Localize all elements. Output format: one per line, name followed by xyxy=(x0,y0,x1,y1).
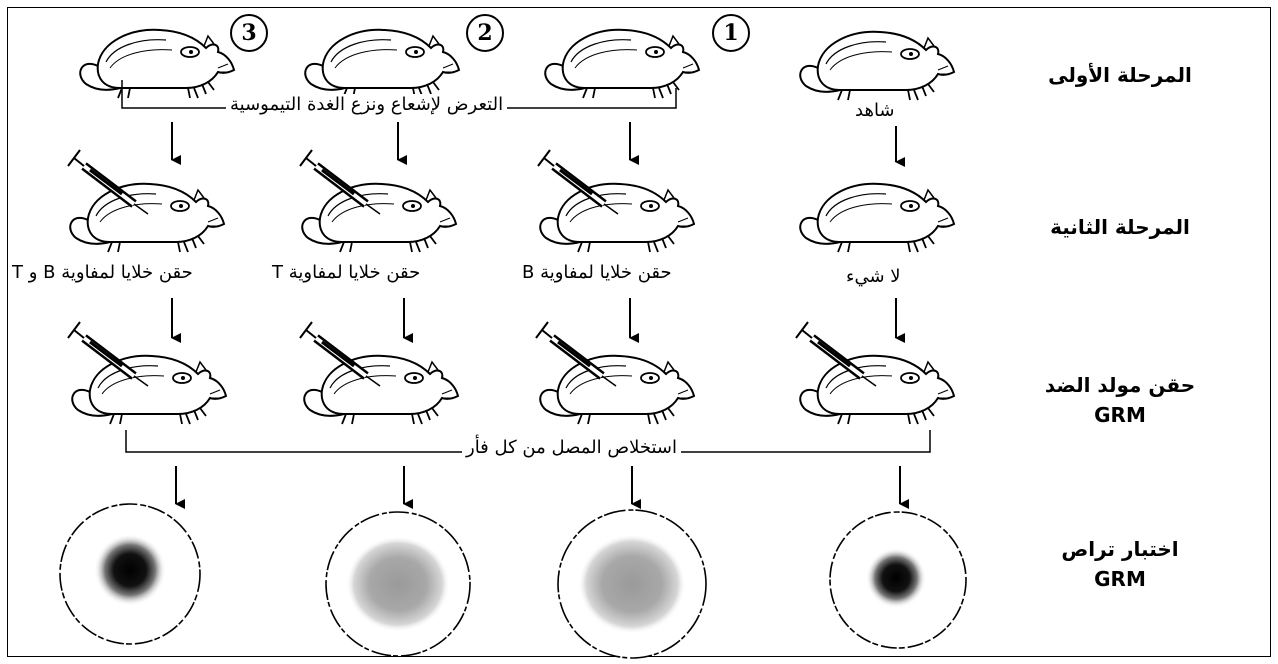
mouse-1-stage3 xyxy=(540,356,694,424)
mouse-control-stage3 xyxy=(800,356,954,424)
mouse-2-stage3 xyxy=(304,356,458,424)
agglutination-spot xyxy=(578,534,686,634)
mouse-control-stage1 xyxy=(800,32,954,100)
dish-mouse-3 xyxy=(60,504,200,644)
inject-b-label: حقن خلايا لمفاوية B xyxy=(522,262,672,283)
dish-mouse-1 xyxy=(558,510,706,658)
agglutination-spot xyxy=(346,536,450,632)
inject-t-label: حقن خلايا لمفاوية T xyxy=(272,262,420,283)
mouse-1-stage2 xyxy=(540,184,694,252)
irradiation-label: التعرض لإشعاع ونزع الغدة التيموسية xyxy=(226,94,507,115)
mouse-control-stage2 xyxy=(800,184,954,252)
dish-control xyxy=(830,512,966,648)
mouse-number-badge: 3 xyxy=(230,14,268,52)
mouse-1-stage1 xyxy=(545,30,699,98)
mouse-3-stage3 xyxy=(72,356,226,424)
control-label: شاهد xyxy=(855,100,895,121)
mouse-3-stage1 xyxy=(80,30,234,98)
serum-label: استخلاص المصل من كل فأر xyxy=(462,437,681,458)
mouse-2-stage2 xyxy=(302,184,456,252)
inject-bt-label: حقن خلايا لمفاوية B و T xyxy=(12,262,193,283)
dish-mouse-2 xyxy=(326,512,470,656)
mouse-2-stage1 xyxy=(305,30,459,98)
nothing-label: لا شيء xyxy=(846,266,901,287)
agglutination-spot xyxy=(94,534,166,606)
mouse-number-badge: 2 xyxy=(466,14,504,52)
mouse-number-badge: 1 xyxy=(712,14,750,52)
agglutination-spot xyxy=(866,548,926,608)
mouse-3-stage2 xyxy=(70,184,224,252)
